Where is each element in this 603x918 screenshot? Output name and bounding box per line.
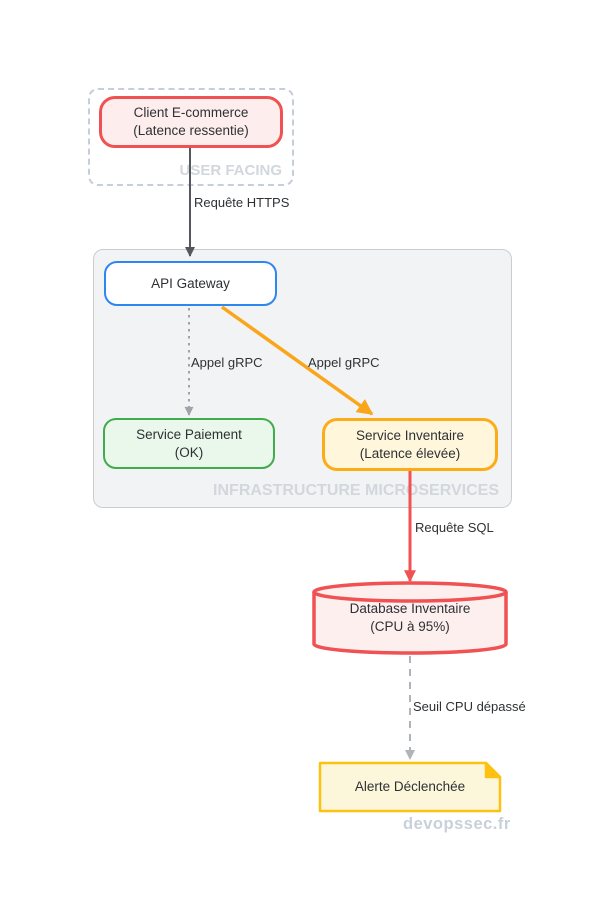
edge-label-appel-grpc-inventaire: Appel gRPC — [308, 355, 380, 370]
edge-label-appel-grpc-paiement: Appel gRPC — [191, 355, 263, 370]
group-user-facing: USER FACING — [88, 88, 294, 186]
group-infrastructure-label: INFRASTRUCTURE MICROSERVICES — [213, 482, 499, 499]
node-service-paiement: Service Paiement (OK) — [103, 418, 275, 469]
group-user-facing-label: USER FACING — [179, 162, 282, 179]
edge-label-requete-sql: Requête SQL — [415, 520, 494, 535]
node-api-gateway: API Gateway — [104, 261, 277, 306]
node-service-inventaire: Service Inventaire (Latence élevée) — [322, 418, 498, 471]
node-alerte-declenchee: Alerte Déclenchée — [354, 779, 466, 795]
edge-label-requete-https: Requête HTTPS — [194, 195, 290, 210]
node-client-ecommerce: Client E-commerce (Latence ressentie) — [99, 96, 283, 148]
node-database-inventaire: Database Inventaire (CPU à 95%) — [349, 601, 471, 634]
edge-label-seuil-cpu: Seuil CPU dépassé — [413, 699, 526, 714]
watermark-devopssec: devopssec.fr — [403, 815, 511, 833]
